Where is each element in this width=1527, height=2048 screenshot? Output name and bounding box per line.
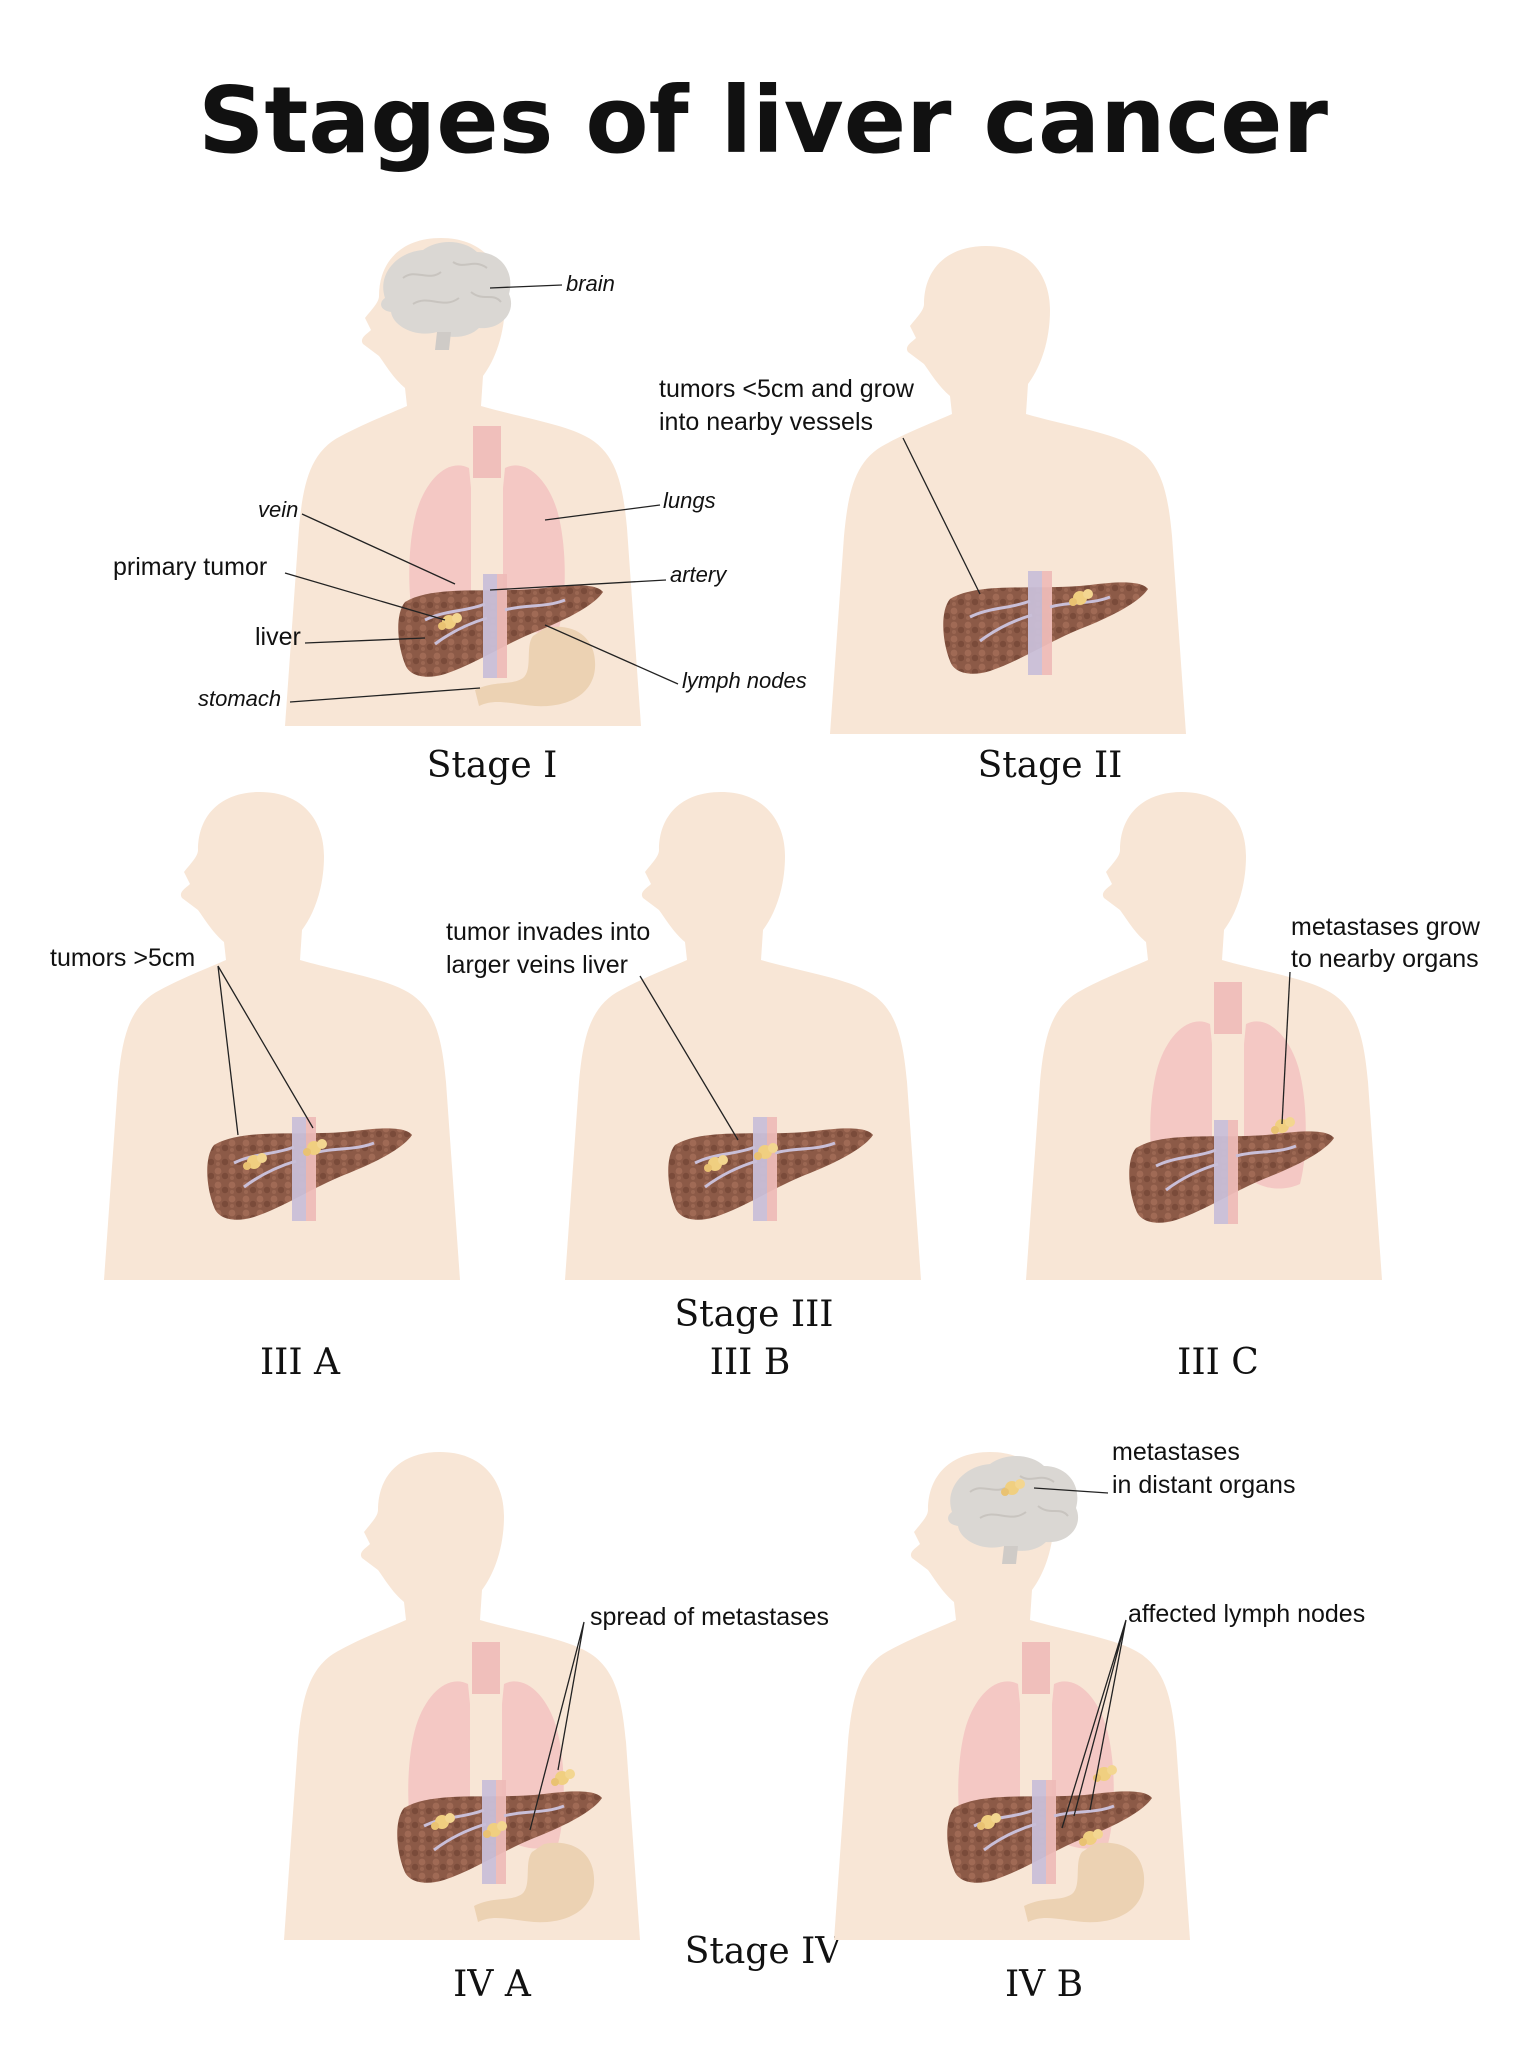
body-silhouette	[565, 792, 921, 1280]
leader-lungs	[544, 504, 661, 521]
leader-stage-3c	[1281, 971, 1291, 1125]
stage-2-figure	[830, 246, 1186, 734]
label-lungs: lungs	[663, 488, 716, 513]
leader-liver	[304, 637, 426, 644]
label-primary-tumor: primary tumor	[113, 553, 267, 581]
leader-stage-3b	[639, 975, 739, 1141]
stage-3b-note-line1: tumor invades into	[446, 918, 650, 946]
stage-3a-caption: III A	[260, 1342, 341, 1383]
stage-3-group-caption: Stage III	[674, 1294, 833, 1335]
label-stomach: stomach	[198, 686, 281, 711]
leader-stage-3a	[217, 965, 314, 1136]
stage-4a-caption: IV A	[453, 1964, 532, 2005]
leader-primary-tumor	[284, 572, 446, 621]
stage-3b-note-line2: larger veins liver	[446, 951, 628, 979]
stage-4-group-caption: Stage IV	[685, 1931, 843, 1972]
leader-stage-4b-lymph	[1061, 1619, 1127, 1829]
stage-3c-caption: III C	[1177, 1342, 1259, 1383]
body-silhouette	[104, 792, 460, 1280]
stage-4b-note2-line1: affected lymph nodes	[1128, 1600, 1365, 1628]
leader-artery	[489, 579, 667, 591]
leader-stage-4b-brain	[1033, 1487, 1109, 1494]
leader-stage-4a	[529, 1621, 585, 1831]
label-vein: vein	[258, 497, 298, 522]
stage-4b-figure	[834, 1452, 1190, 1940]
label-artery: artery	[670, 562, 728, 587]
stage-4b-note1-line2: in distant organs	[1112, 1471, 1295, 1499]
stage-4a-figure	[284, 1452, 640, 1940]
stage-4a-note-line1: spread of metastases	[590, 1603, 829, 1631]
label-lymph-nodes: lymph nodes	[682, 668, 807, 693]
stage-3b-figure	[565, 792, 921, 1280]
label-liver: liver	[255, 623, 301, 651]
stage-4b-caption: IV B	[1005, 1964, 1083, 2005]
stage-3a-figure	[104, 792, 460, 1280]
stage-3b-caption: III B	[710, 1342, 791, 1383]
stage-2-note-line1: tumors <5cm and grow	[659, 375, 915, 403]
stage-1-caption: Stage I	[427, 745, 558, 786]
stage-3a-note-line1: tumors >5cm	[50, 944, 195, 972]
stage-4b-note1-line1: metastases	[1112, 1438, 1240, 1466]
page-title: Stages of liver cancer	[198, 67, 1329, 174]
stage-2-note-line2: into nearby vessels	[659, 408, 873, 436]
stage-3c-note-line2: to nearby organs	[1291, 945, 1479, 973]
stage-3c-figure	[1026, 792, 1382, 1280]
stage-3c-note-line1: metastases grow	[1291, 913, 1481, 941]
leader-brain	[489, 284, 563, 289]
leader-vein	[301, 513, 456, 585]
leader-stage-2	[902, 437, 981, 595]
leader-lymph-nodes	[544, 624, 679, 685]
leader-stomach	[289, 687, 481, 703]
stage-2-caption: Stage II	[978, 745, 1123, 786]
label-brain: brain	[566, 271, 615, 296]
stage-1-figure	[285, 238, 641, 726]
